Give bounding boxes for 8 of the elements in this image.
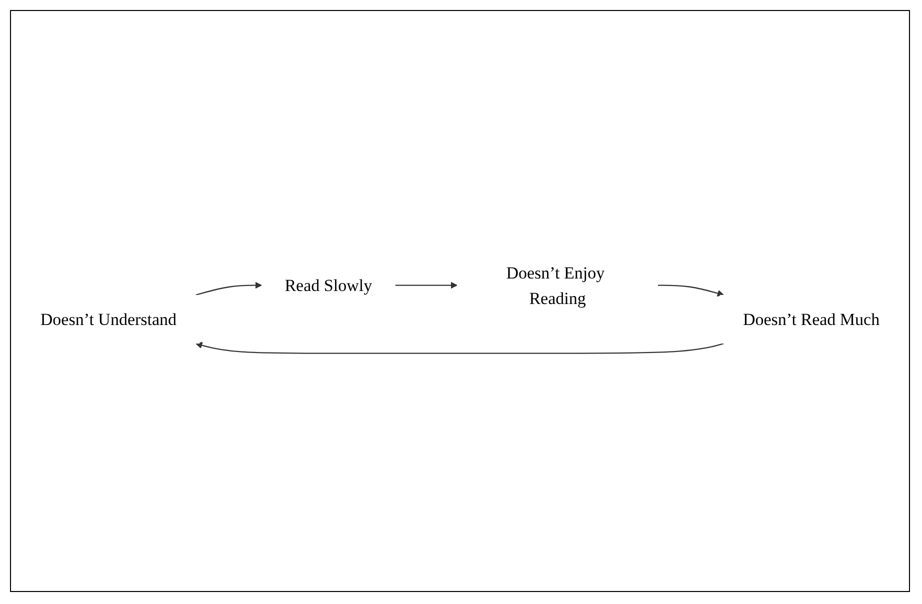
node-text: Doesn’t Read Much bbox=[742, 310, 880, 330]
node-text: Read Slowly bbox=[284, 276, 372, 296]
arrow bbox=[658, 284, 724, 297]
arrow bbox=[196, 282, 262, 296]
node-text: Doesn’t Enjoy Reading bbox=[506, 263, 605, 308]
arrow bbox=[395, 282, 458, 289]
arrow bbox=[196, 342, 724, 354]
node-text: Doesn’t Understand bbox=[40, 310, 177, 330]
